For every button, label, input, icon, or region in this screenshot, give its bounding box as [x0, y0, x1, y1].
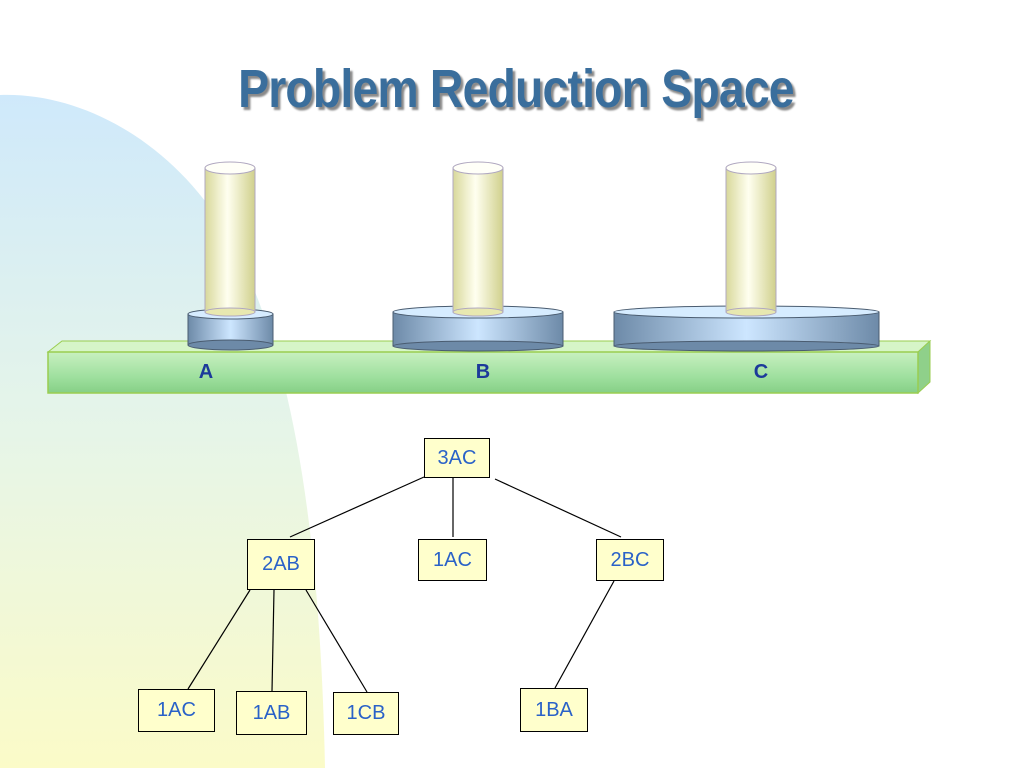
slide-title: Problem Reduction Space: [238, 59, 795, 119]
edge-3ac-2bc: [494, 478, 622, 538]
hanoi-illustration: [46, 161, 932, 395]
disk-c: [613, 305, 880, 352]
peg-label-a: A: [198, 361, 214, 383]
peg-label-b: B: [475, 361, 491, 383]
tree-node-1ab: 1AB: [236, 691, 307, 735]
edge-2ab-1ac: [187, 589, 251, 690]
tree-node-1ac-leaf: 1AC: [138, 689, 215, 732]
edge-2ab-1ab: [271, 589, 275, 692]
tree-node-1ba: 1BA: [520, 688, 588, 732]
base-front: [47, 351, 919, 394]
tree-node-1cb: 1CB: [333, 692, 399, 735]
edge-3ac-2ab: [289, 476, 425, 538]
peg-c-rod: [725, 161, 777, 317]
edge-2ab-1cb: [305, 589, 368, 693]
peg-label-c: C: [753, 361, 769, 383]
peg-a-rod: [204, 161, 256, 317]
peg-b-rod: [452, 161, 504, 317]
disk-b: [392, 305, 564, 352]
tree-node-2ab: 2AB: [247, 539, 315, 590]
tree-node-2bc: 2BC: [596, 539, 664, 581]
edge-2bc-1ba: [554, 580, 615, 689]
tree-node-3ac: 3AC: [424, 438, 490, 478]
tree-node-1ac: 1AC: [418, 539, 487, 581]
